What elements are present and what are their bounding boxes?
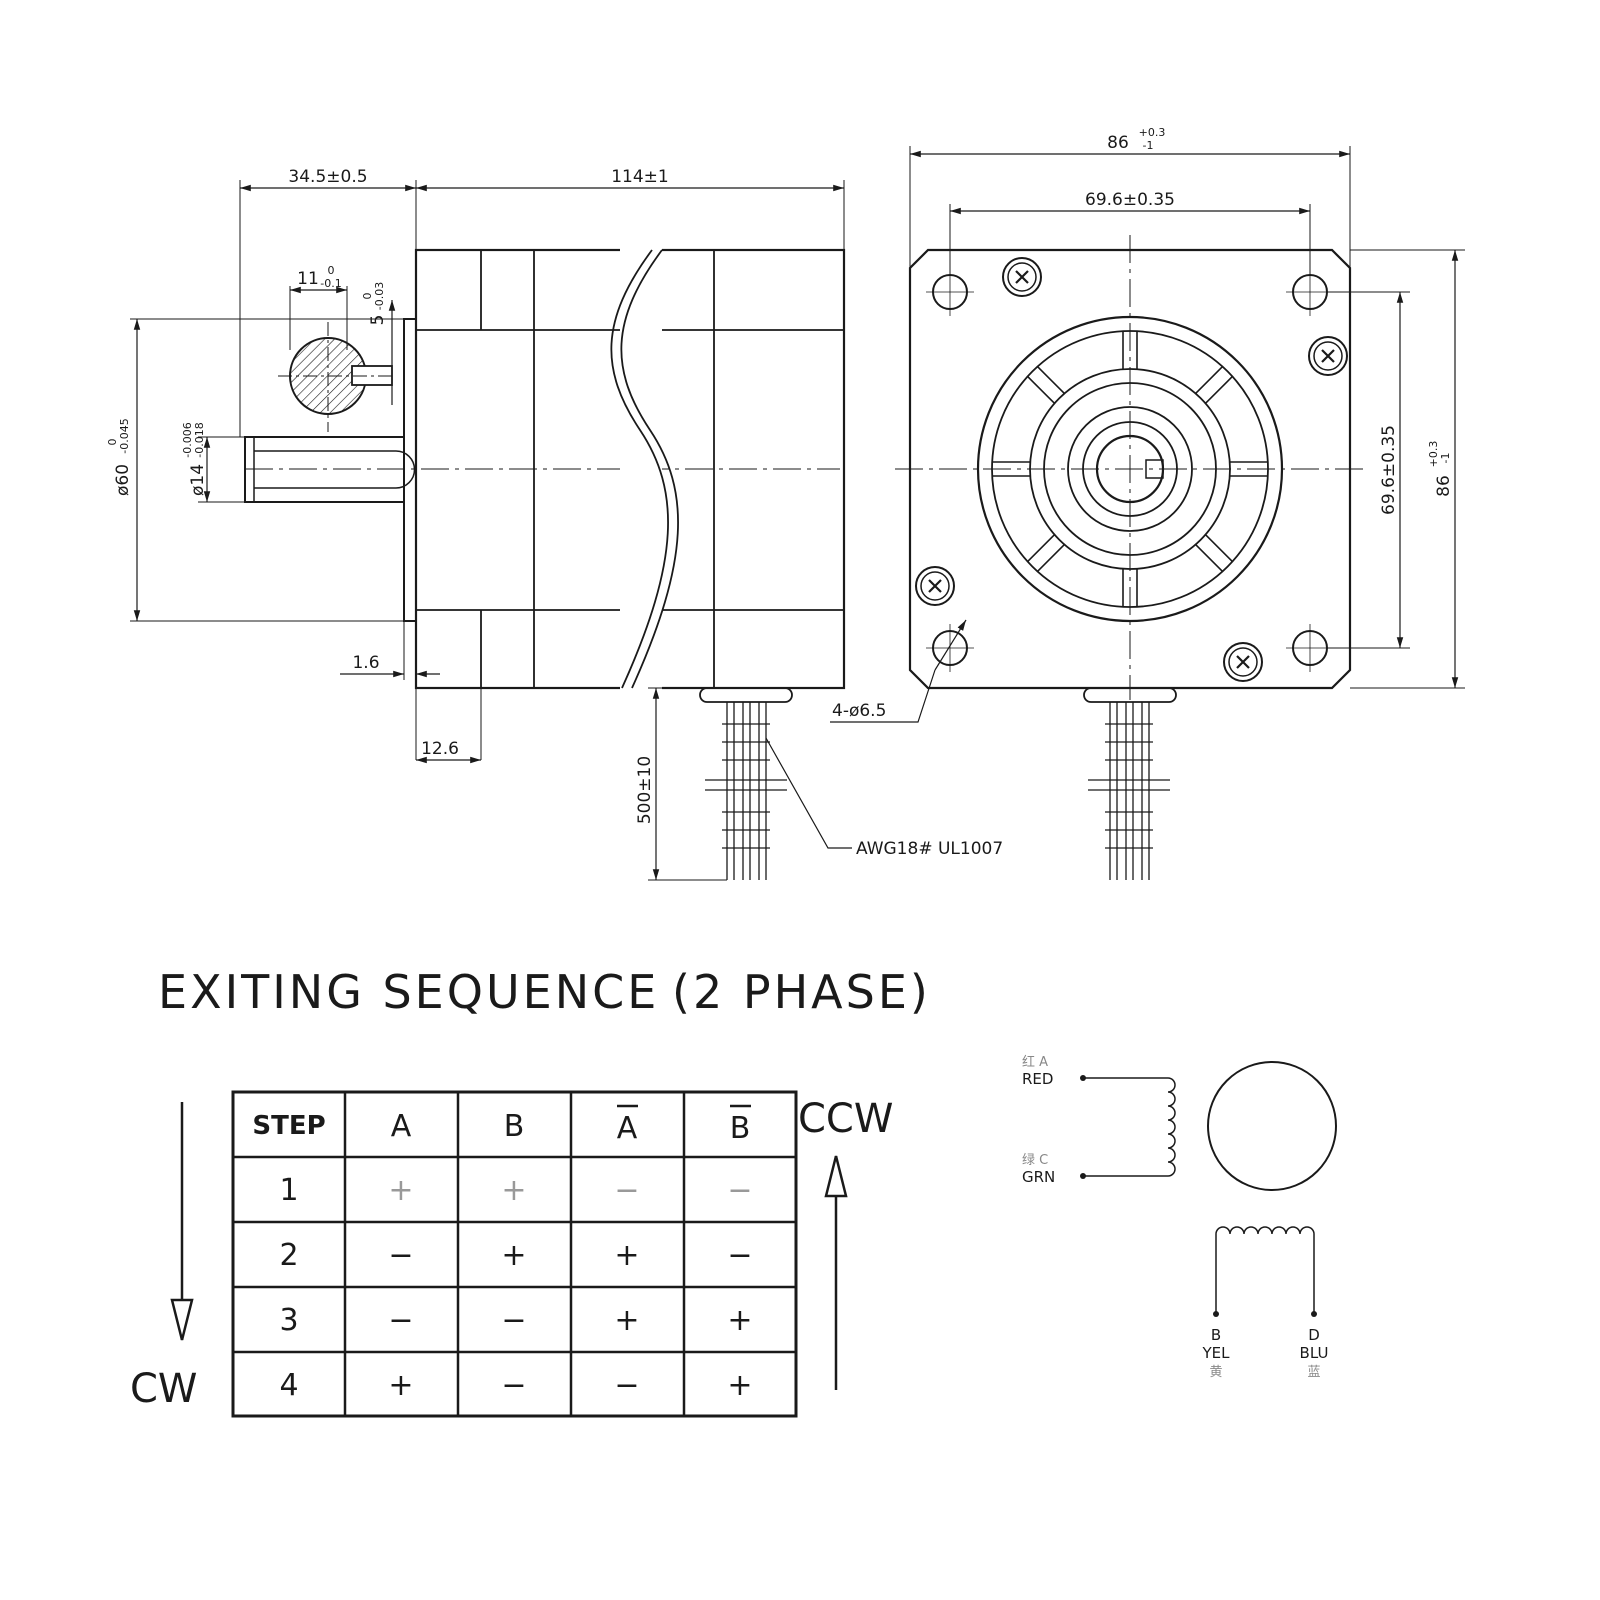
wire-a-cn: 红 A — [1022, 1054, 1048, 1070]
dim-flange-width: 86 — [1107, 133, 1129, 153]
row1-a-bar: − — [614, 1173, 639, 1208]
dim-flange-tol-up: +0.3 — [1139, 126, 1166, 139]
dim-boss-height: 1.6 — [352, 653, 379, 673]
row2-a-bar: + — [614, 1238, 639, 1273]
dim-flange-height: 86 — [1434, 475, 1454, 497]
row1-step: 1 — [279, 1173, 298, 1208]
front-dimensions: 86 +0.3 -1 69.6±0.35 69.6±0.35 86 +0.3 -… — [830, 126, 1465, 723]
dim-flange-tol-low: -1 — [1143, 139, 1154, 152]
dim-key-width: 11 — [297, 269, 319, 289]
row1-a: + — [388, 1173, 413, 1208]
cw-arrow-icon — [170, 1102, 194, 1341]
dim-shaft-dia: ø14 — [188, 464, 208, 496]
row2-a: − — [388, 1238, 413, 1273]
dim-mount-holes: 4-ø6.5 — [832, 701, 886, 721]
wire-b-cn: 黄 — [1209, 1365, 1222, 1380]
dim-flange-height-tol-low: -1 — [1439, 453, 1452, 464]
sequence-title: EXITING SEQUENCE — [158, 965, 659, 1019]
dim-shaft-tol-up: -0.006 — [181, 422, 194, 457]
row2-step: 2 — [279, 1238, 298, 1273]
wire-b-color: YEL — [1202, 1344, 1231, 1362]
dim-hole-pitch-vertical: 69.6±0.35 — [1379, 425, 1399, 515]
coil-ac — [1080, 1075, 1176, 1179]
header-a-bar: A — [617, 1111, 638, 1146]
row4-a-bar: − — [614, 1368, 639, 1403]
wire-d-cn: 蓝 — [1307, 1365, 1320, 1380]
shaft — [244, 436, 404, 503]
dim-flange-thickness: 12.6 — [421, 739, 459, 759]
sequence-table — [231, 1090, 798, 1418]
front-flange — [908, 248, 1352, 690]
dim-key-depth-tol-up: 0 — [361, 293, 374, 300]
side-dimensions: 34.5±0.5 114±1 11 0 -0.1 5 0 -0.03 ø60 0… — [106, 167, 1003, 881]
dim-key-depth: 5 — [368, 315, 388, 326]
row3-a: − — [388, 1303, 413, 1338]
wiring-diagram: 红 A RED 绿 C GRN B YEL 黄 D BLU 蓝 — [1022, 1054, 1337, 1380]
key-section-view — [278, 322, 393, 432]
row4-step: 4 — [279, 1368, 298, 1403]
boss-ribs — [992, 331, 1268, 607]
dim-boss-dia: ø60 — [113, 464, 133, 496]
header-step: STEP — [252, 1111, 325, 1141]
wire-d-color: BLU — [1300, 1344, 1329, 1362]
dim-key-depth-tol-low: -0.03 — [373, 282, 386, 310]
row2-b: + — [501, 1238, 526, 1273]
row4-a: + — [388, 1368, 413, 1403]
header-b-bar: B — [730, 1111, 751, 1146]
row1-b: + — [501, 1173, 526, 1208]
dim-hole-pitch: 69.6±0.35 — [1085, 190, 1175, 210]
row1-b-bar: − — [727, 1173, 752, 1208]
dim-front-length: 34.5±0.5 — [288, 167, 367, 187]
side-view — [244, 248, 846, 880]
dim-body-length: 114±1 — [611, 167, 669, 187]
wire-d-letter: D — [1308, 1326, 1320, 1344]
row3-a-bar: + — [614, 1303, 639, 1338]
dim-key-width-tol-low: -0.1 — [320, 277, 341, 290]
dim-boss-tol-low: -0.045 — [118, 418, 131, 453]
wire-a-color: RED — [1022, 1070, 1053, 1088]
screw-icons — [915, 257, 1348, 682]
header-a: A — [391, 1109, 412, 1144]
header-b: B — [504, 1109, 525, 1144]
row3-b-bar: + — [727, 1303, 752, 1338]
row4-b: − — [501, 1368, 526, 1403]
cw-label: CW — [130, 1366, 197, 1412]
dim-wire-spec: AWG18# UL1007 — [856, 839, 1003, 859]
coil-bd — [1213, 1226, 1317, 1317]
ccw-label: CCW — [798, 1096, 893, 1142]
lead-wires — [705, 702, 787, 880]
row3-b: − — [501, 1303, 526, 1338]
sequence-title-paren: (2 PHASE) — [672, 965, 931, 1019]
front-view — [895, 235, 1365, 880]
dim-boss-tol-up: 0 — [106, 439, 119, 446]
wire-b-letter: B — [1211, 1326, 1221, 1344]
dim-lead-length: 500±10 — [635, 756, 655, 824]
front-lead-wires — [1088, 702, 1170, 880]
row4-b-bar: + — [727, 1368, 752, 1403]
wire-c-cn: 绿 C — [1022, 1153, 1048, 1168]
row3-step: 3 — [279, 1303, 298, 1338]
dim-shaft-tol-low: -0.018 — [193, 422, 206, 457]
ccw-arrow-icon — [824, 1155, 848, 1390]
dim-flange-height-tol-up: +0.3 — [1427, 441, 1440, 468]
front-boss — [976, 315, 1284, 623]
row2-b-bar: − — [727, 1238, 752, 1273]
sequence-section: EXITING SEQUENCE (2 PHASE) STEP A B A B … — [130, 965, 931, 1418]
wire-c-color: GRN — [1022, 1168, 1055, 1186]
rotor-circle — [1207, 1061, 1337, 1191]
dim-key-width-tol-up: 0 — [328, 264, 335, 277]
